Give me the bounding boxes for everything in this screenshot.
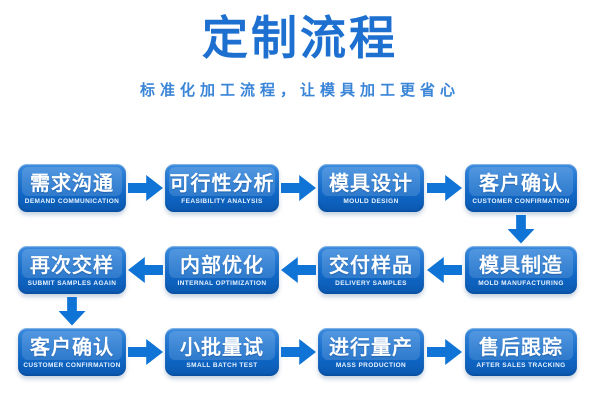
arrow-left-icon [128,257,163,283]
step-label-zh: 可行性分析 [169,172,275,195]
process-step-small-batch-test: 小批量试 SMALL BATCH TEST [165,328,279,376]
process-step-demand-communication: 需求沟通 DEMAND COMMUNICATION [18,164,126,212]
process-flow-diagram: 需求沟通 DEMAND COMMUNICATION 可行性分析 FEASIBIL… [18,163,586,377]
step-label-zh: 需求沟通 [30,172,114,195]
step-label-en: CUSTOMER CONFIRMATION [472,197,570,205]
step-label-en: DEMAND COMMUNICATION [24,197,120,205]
step-label-zh: 售后跟踪 [479,336,563,359]
step-label-en: DELIVERY SAMPLES [335,279,407,287]
step-label-en: MASS PRODUCTION [335,361,407,369]
step-label-en: SMALL BATCH TEST [186,361,258,369]
process-step-submit-samples-again: 再次交样 SUBMIT SAMPLES AGAIN [18,246,126,294]
process-step-internal-optimization: 内部优化 INTERNAL OPTIMIZATION [165,246,279,294]
arrow-right-icon [427,175,462,201]
arrow-left-icon [427,257,462,283]
arrow-right-icon [281,339,316,365]
step-label-zh: 再次交样 [30,254,114,277]
step-label-en: INTERNAL OPTIMIZATION [177,279,267,287]
step-label-zh: 交付样品 [329,254,413,277]
step-label-en: AFTER SALES TRACKING [476,361,566,369]
arrow-down-icon [58,296,86,326]
process-step-mold-manufacturing: 模具制造 MOLD MANUFACTURING [465,246,577,294]
process-step-after-sales-tracking: 售后跟踪 AFTER SALES TRACKING [465,328,577,376]
step-label-zh: 客户确认 [30,336,114,359]
arrow-down-icon [507,214,535,244]
step-label-en: CUSTOMER CONFIRMATION [23,361,121,369]
step-label-en: MOULD DESIGN [343,197,399,205]
step-label-zh: 模具设计 [329,172,413,195]
step-label-zh: 模具制造 [479,254,563,277]
arrow-right-icon [128,175,163,201]
page-title: 定制流程 [202,12,398,64]
process-step-mass-production: 进行量产 MASS PRODUCTION [318,328,424,376]
step-label-en: MOLD MANUFACTURING [478,279,564,287]
process-step-feasibility-analysis: 可行性分析 FEASIBILITY ANALYSIS [165,164,279,212]
step-label-zh: 小批量试 [180,336,264,359]
process-step-customer-confirmation-2: 客户确认 CUSTOMER CONFIRMATION [18,328,126,376]
header: 定制流程 标准化加工流程，让模具加工更省心 [0,0,600,100]
page-subtitle: 标准化加工流程，让模具加工更省心 [139,81,460,99]
arrow-left-icon [281,257,316,283]
arrow-right-icon [427,339,462,365]
step-label-zh: 内部优化 [180,254,264,277]
step-label-zh: 客户确认 [479,172,563,195]
process-step-delivery-samples: 交付样品 DELIVERY SAMPLES [318,246,424,294]
step-label-en: SUBMIT SAMPLES AGAIN [27,279,117,287]
process-step-customer-confirmation-1: 客户确认 CUSTOMER CONFIRMATION [465,164,577,212]
step-label-en: FEASIBILITY ANALYSIS [181,197,263,205]
arrow-right-icon [128,339,163,365]
step-label-zh: 进行量产 [329,336,413,359]
arrow-right-icon [281,175,316,201]
process-step-mould-design: 模具设计 MOULD DESIGN [318,164,424,212]
